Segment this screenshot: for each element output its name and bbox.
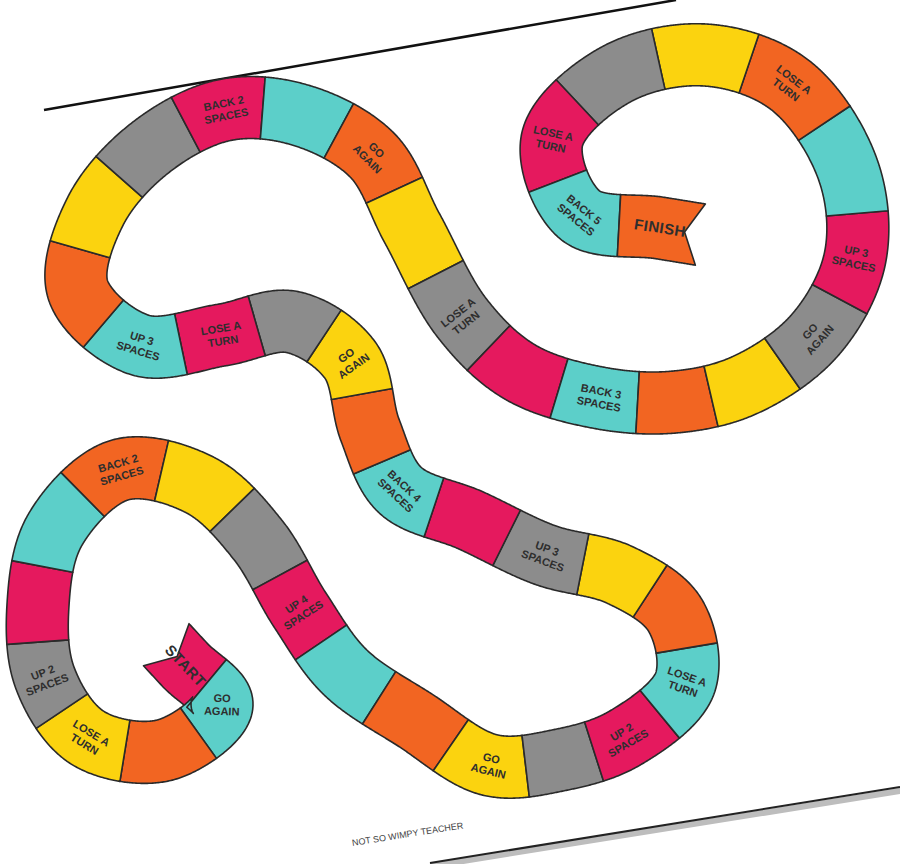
space-text: LOSE A TURN: [59, 714, 117, 763]
watermark: NOT SO WIMPY TEACHER: [351, 820, 464, 847]
board-space: [550, 359, 639, 434]
space-text: LOSE A TURN: [434, 292, 491, 344]
action-space: UP 4 SPACES: [271, 585, 328, 635]
board-space: [7, 640, 88, 729]
action-space: GO AGAIN: [322, 335, 379, 386]
board-space: [120, 708, 217, 783]
space-text: UP 3 SPACES: [112, 326, 169, 365]
board-space: [331, 389, 410, 474]
board-space: [467, 326, 568, 418]
space-text: GO AGAIN: [788, 307, 841, 363]
action-space: BACK 2 SPACES: [197, 92, 253, 127]
action-space: BACK 5 SPACES: [552, 189, 608, 241]
board-space: [171, 77, 265, 153]
end-space: FINISH: [633, 215, 687, 240]
action-space: LOSE A TURN: [59, 714, 117, 763]
space-text: START: [161, 641, 209, 690]
board-space: [61, 437, 169, 517]
board-space: [640, 643, 719, 738]
space-text: GO AGAIN: [196, 691, 249, 718]
board-space: [529, 170, 621, 257]
action-space: LOSE A TURN: [194, 318, 249, 351]
action-space: UP 3 SPACES: [112, 326, 169, 365]
action-space: GO AGAIN: [345, 128, 400, 183]
board-space: [175, 296, 266, 374]
board-space: [739, 34, 850, 140]
space-text: LOSE A TURN: [656, 662, 713, 703]
board-space: [6, 561, 73, 645]
action-space: LOSE A TURN: [761, 59, 818, 111]
space-text: UP 3 SPACES: [827, 241, 883, 276]
space-text: LOSE A TURN: [524, 122, 580, 157]
action-space: UP 2 SPACES: [16, 657, 74, 699]
board-space: [812, 211, 889, 314]
space-text: BACK 2 SPACES: [197, 92, 253, 127]
board-space: [577, 534, 667, 617]
space-text: FINISH: [633, 215, 687, 240]
action-space: UP 3 SPACES: [516, 534, 574, 575]
paper-shadow: [432, 791, 900, 864]
space-text: UP 2 SPACES: [596, 714, 654, 762]
action-space: UP 3 SPACES: [827, 241, 883, 276]
space-text: UP 3 SPACES: [516, 534, 574, 575]
action-space: LOSE A TURN: [434, 292, 491, 344]
space-text: LOSE A TURN: [194, 318, 249, 351]
board-space: [652, 24, 759, 93]
space-text: BACK 4 SPACES: [373, 463, 428, 517]
board-space: [617, 195, 705, 266]
space-text: GO AGAIN: [322, 335, 379, 386]
action-space: LOSE A TURN: [524, 122, 580, 157]
board-track: [6, 24, 889, 798]
action-space: GO AGAIN: [788, 307, 841, 363]
space-text: LOSE A TURN: [761, 59, 818, 111]
action-space: UP 2 SPACES: [596, 714, 654, 762]
space-text: UP 2 SPACES: [16, 657, 74, 699]
action-space: BACK 4 SPACES: [373, 463, 428, 517]
board-space: [45, 241, 124, 347]
space-text: BACK 3 SPACES: [572, 381, 628, 415]
space-text: GO AGAIN: [462, 747, 518, 784]
action-space: BACK 3 SPACES: [572, 381, 628, 415]
action-space: GO AGAIN: [462, 747, 518, 784]
space-text: UP 4 SPACES: [271, 585, 328, 635]
space-text: GO AGAIN: [345, 128, 400, 183]
board-space: [433, 720, 529, 798]
space-text: BACK 5 SPACES: [552, 189, 608, 241]
action-space: BACK 2 SPACES: [92, 451, 149, 490]
action-space: LOSE A TURN: [656, 662, 713, 703]
action-space: GO AGAIN: [196, 691, 249, 718]
space-text: BACK 2 SPACES: [92, 451, 149, 490]
end-space: START: [161, 641, 209, 690]
